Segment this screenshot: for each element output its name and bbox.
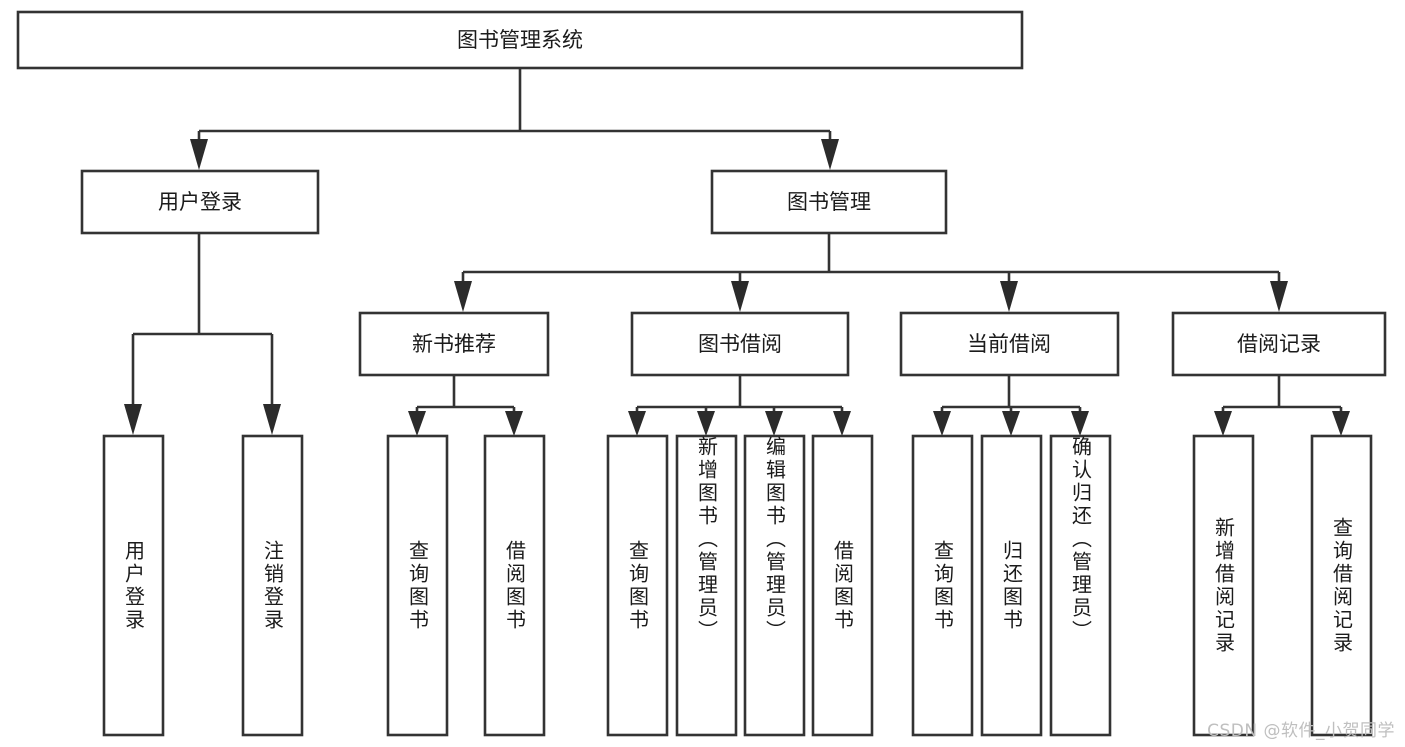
leaf-logout-rect[interactable]: [241, 434, 304, 737]
node-user-login-label: 用户登录: [158, 190, 242, 214]
node-current-borrow[interactable]: 当前借阅: [899, 311, 1120, 377]
arrow-to-user-login: [190, 139, 208, 170]
edges-current-to-leaves: [933, 375, 1089, 436]
node-book-management[interactable]: 图书管理: [710, 169, 948, 235]
node-book-borrow[interactable]: 图书借阅: [630, 311, 850, 377]
arrow-record-leaf2: [1332, 411, 1350, 436]
leaf-newbook-borrow-rect[interactable]: [483, 434, 546, 737]
arrow-to-current: [1000, 281, 1018, 312]
arrow-to-newbook: [454, 281, 472, 312]
edges-record-to-leaves: [1214, 375, 1350, 436]
node-borrow-record-label: 借阅记录: [1237, 332, 1321, 356]
csdn-watermark: CSDN @软件_小贺同学: [1207, 721, 1395, 741]
arrow-newbook-leaf1: [408, 411, 426, 436]
node-user-login[interactable]: 用户登录: [80, 169, 320, 235]
node-new-book-recommend-rect[interactable]: [358, 311, 550, 377]
arrow-current-leaf3: [1071, 411, 1089, 436]
node-borrow-record[interactable]: 借阅记录: [1171, 311, 1387, 377]
edges-bookmgmt-to-level3: [454, 233, 1288, 312]
leaf-record-add-rect[interactable]: [1192, 434, 1255, 737]
edges-newbook-to-leaves: [408, 375, 523, 436]
arrow-to-leaf-logout: [263, 404, 281, 435]
node-book-management-label: 图书管理: [787, 190, 871, 214]
node-root[interactable]: 图书管理系统: [16, 10, 1024, 70]
node-book-borrow-label: 图书借阅: [698, 332, 782, 356]
leaf-newbook-query-rect[interactable]: [386, 434, 449, 737]
leaf-borrow-lend-rect[interactable]: [811, 434, 874, 737]
arrow-record-leaf1: [1214, 411, 1232, 436]
edges-root-to-level2: [190, 68, 839, 170]
leaf-current-query-rect[interactable]: [911, 434, 974, 737]
node-current-borrow-label: 当前借阅: [967, 332, 1051, 356]
node-root-label: 图书管理系统: [457, 28, 583, 52]
arrow-current-leaf1: [933, 411, 951, 436]
arrow-to-book-mgmt: [821, 139, 839, 170]
leaf-borrow-edit-rect[interactable]: [743, 434, 806, 737]
node-current-borrow-rect[interactable]: [899, 311, 1120, 377]
leaf-current-confirm-rect[interactable]: [1049, 434, 1112, 737]
arrow-borrow-leaf2: [697, 411, 715, 436]
arrow-to-leaf-user-login: [124, 404, 142, 435]
arrow-to-borrow: [731, 281, 749, 312]
edges-borrow-to-leaves: [628, 375, 851, 436]
node-book-management-rect[interactable]: [710, 169, 948, 235]
leaf-borrow-add-rect[interactable]: [675, 434, 738, 737]
leaf-user-login-rect[interactable]: [102, 434, 165, 737]
arrow-current-leaf2: [1002, 411, 1020, 436]
node-new-book-recommend-label: 新书推荐: [412, 332, 496, 356]
arrow-borrow-leaf4: [833, 411, 851, 436]
arrow-to-record: [1270, 281, 1288, 312]
node-user-login-rect[interactable]: [80, 169, 320, 235]
node-book-borrow-rect[interactable]: [630, 311, 850, 377]
leaf-borrow-query-rect[interactable]: [606, 434, 669, 737]
node-new-book-recommend[interactable]: 新书推荐: [358, 311, 550, 377]
arrow-borrow-leaf3: [765, 411, 783, 436]
arrow-borrow-leaf1: [628, 411, 646, 436]
node-borrow-record-rect[interactable]: [1171, 311, 1387, 377]
leaf-record-query-rect[interactable]: [1310, 434, 1373, 737]
leaf-current-return-rect[interactable]: [980, 434, 1043, 737]
arrow-newbook-leaf2: [505, 411, 523, 436]
node-root-rect[interactable]: [16, 10, 1024, 70]
edges-userlogin-to-leaves: [124, 233, 281, 435]
